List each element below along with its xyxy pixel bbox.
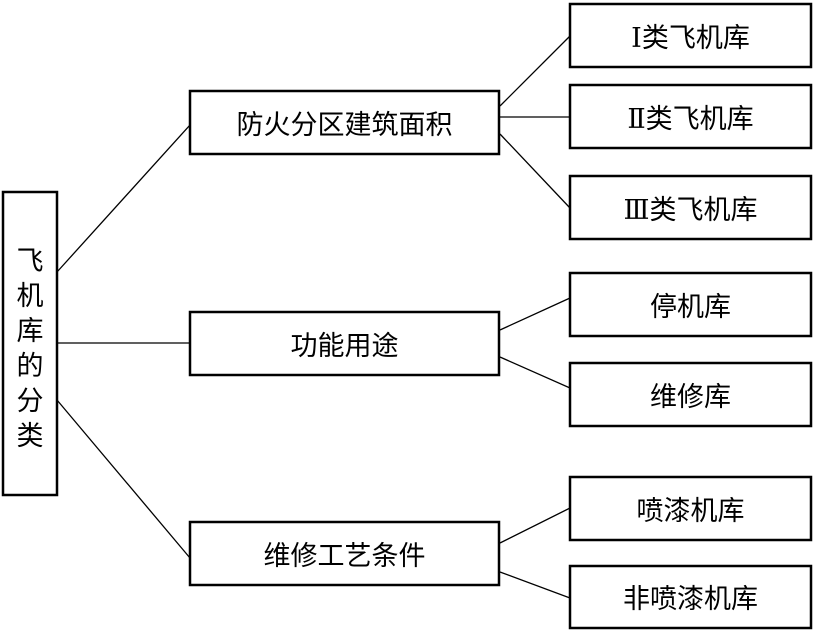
connector-cat-0-leaf-0 bbox=[499, 35, 571, 107]
leaf-node-painting-hangar: 喷漆机库 bbox=[568, 475, 813, 542]
connector-cat-1-leaf-1 bbox=[499, 356, 571, 389]
category-label: 功能用途 bbox=[291, 331, 399, 362]
leaf-label: 停机库 bbox=[650, 292, 731, 323]
connector-cat-2-leaf-1 bbox=[499, 571, 571, 599]
leaf-label: 喷漆机库 bbox=[637, 496, 745, 527]
leaf-label: Ⅱ类飞机库 bbox=[627, 104, 753, 135]
leaf-node-parking-hangar: 停机库 bbox=[568, 271, 813, 338]
connector-root-cat-2 bbox=[56, 399, 191, 559]
category-label: 维修工艺条件 bbox=[264, 541, 426, 572]
category-label: 防火分区建筑面积 bbox=[237, 110, 453, 141]
leaf-node-class-2-hangar: Ⅱ类飞机库 bbox=[568, 83, 813, 150]
root-node: 飞机库的分类 bbox=[1, 190, 59, 497]
root-label-char: 分 bbox=[17, 386, 44, 417]
connector-cat-0-leaf-2 bbox=[499, 133, 571, 209]
leaf-label: 非喷漆机库 bbox=[623, 584, 758, 615]
leaf-node-non-painting-hangar: 非喷漆机库 bbox=[568, 564, 813, 630]
root-node-label: 飞机库的分类 bbox=[17, 246, 44, 452]
category-node-function: 功能用途 bbox=[188, 310, 501, 377]
root-label-char: 飞 bbox=[17, 246, 44, 277]
leaf-node-class-3-hangar: Ⅲ类飞机库 bbox=[568, 174, 813, 241]
root-label-char: 库 bbox=[17, 316, 44, 347]
connector-cat-1-leaf-0 bbox=[499, 297, 571, 331]
leaf-label: Ⅲ类飞机库 bbox=[623, 195, 757, 226]
root-label-char: 类 bbox=[17, 421, 44, 452]
category-node-fire-area: 防火分区建筑面积 bbox=[188, 89, 501, 156]
leaf-node-maintenance-hangar: 维修库 bbox=[568, 361, 813, 428]
root-label-char: 的 bbox=[17, 351, 44, 382]
connector-root-cat-0 bbox=[56, 124, 191, 273]
leaf-label: 维修库 bbox=[650, 382, 731, 413]
connector-cat-2-leaf-0 bbox=[499, 507, 571, 544]
root-label-char: 机 bbox=[17, 281, 44, 312]
leaf-node-class-1-hangar: Ⅰ类飞机库 bbox=[568, 2, 813, 69]
category-node-maintenance-process: 维修工艺条件 bbox=[188, 520, 501, 587]
leaf-label: Ⅰ类飞机库 bbox=[631, 23, 750, 54]
